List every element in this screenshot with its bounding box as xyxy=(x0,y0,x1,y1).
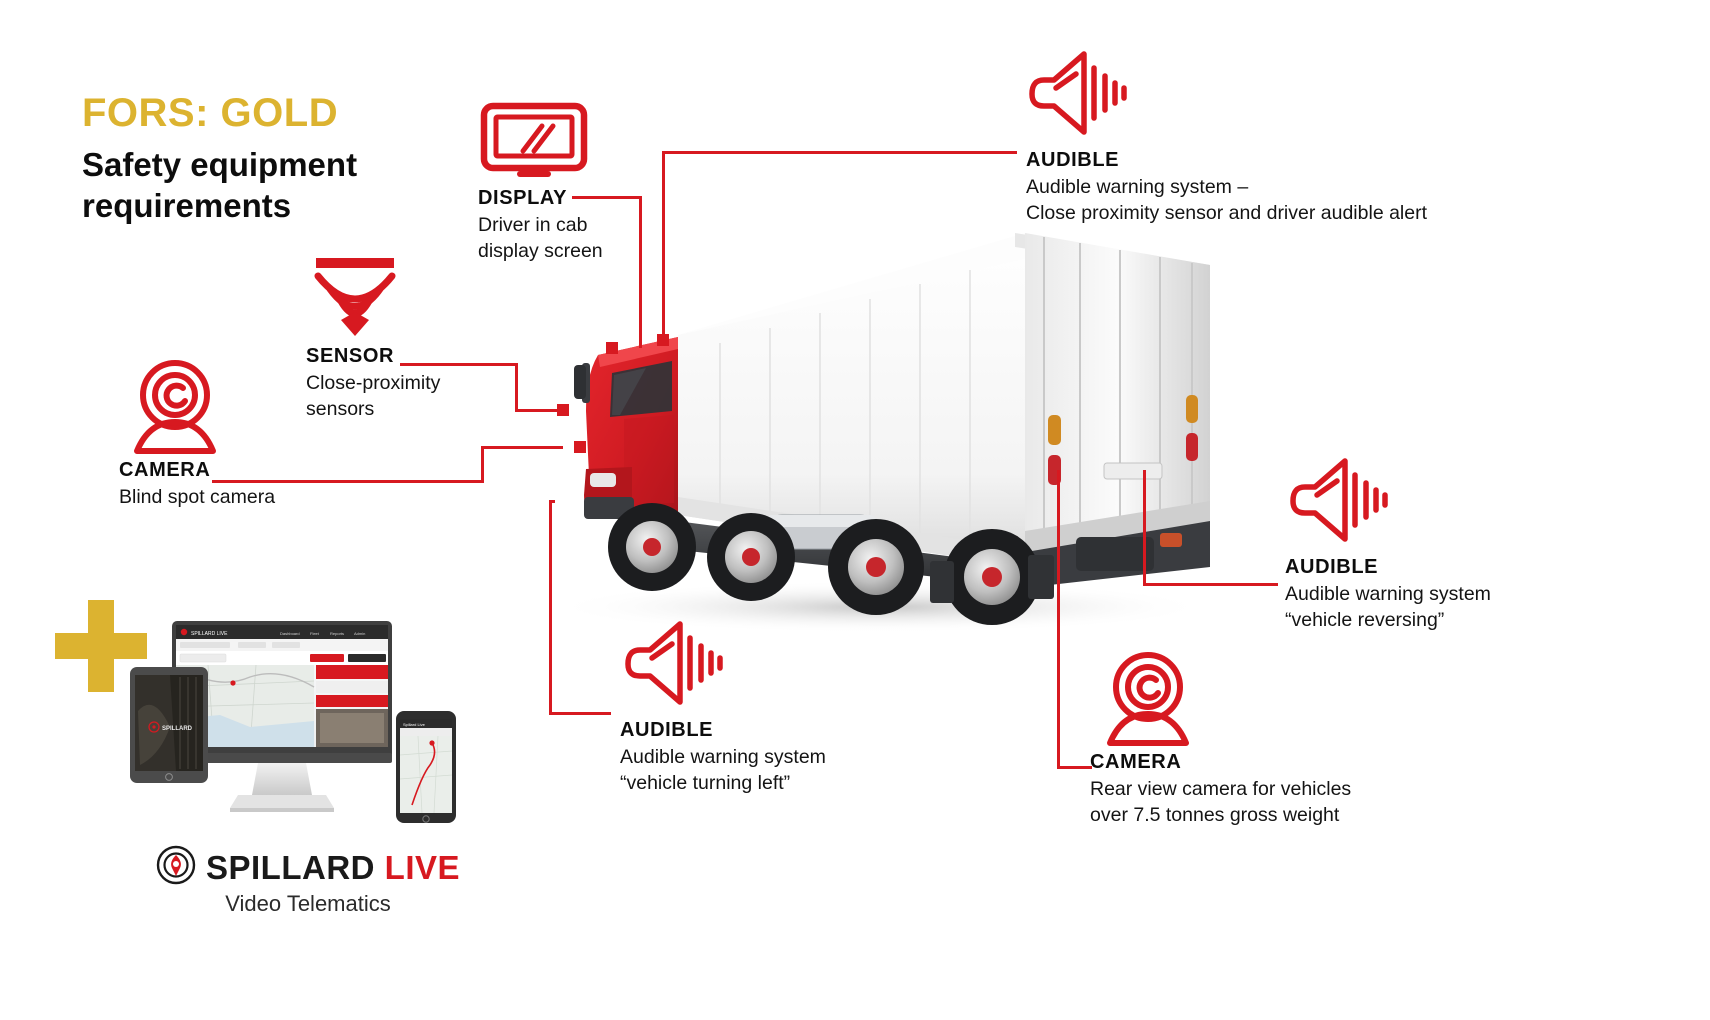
connector-audible-reversing-v xyxy=(1143,470,1146,586)
svg-text:Reports: Reports xyxy=(330,631,344,636)
monitor-icon xyxy=(480,102,603,187)
logo-wordmark: SPILLARD LIVE xyxy=(206,849,460,887)
svg-text:SPILLARD: SPILLARD xyxy=(162,726,193,732)
logo-tagline: Video Telematics xyxy=(225,891,391,916)
callout-audible-reversing-line1: Audible warning system xyxy=(1285,583,1491,605)
connector-audible-left-h2 xyxy=(549,500,555,503)
spillard-target-logo-icon xyxy=(156,845,196,890)
connector-audible-reversing-h xyxy=(1143,583,1278,586)
horn-speaker-icon xyxy=(1287,455,1491,550)
connector-audible-proximity-v xyxy=(662,151,665,341)
callout-camera-blindspot-label: CAMERA xyxy=(119,459,211,481)
callout-camera-blindspot: CAMERA Blind spot camera xyxy=(119,358,275,511)
callout-audible-reversing: AUDIBLE Audible warning system “vehicle … xyxy=(1285,455,1491,634)
logo-word-accent: LIVE xyxy=(384,848,461,886)
callout-audible-turning-left-quote: “vehicle turning left” xyxy=(620,771,791,794)
svg-text:SPILLARD LIVE: SPILLARD LIVE xyxy=(191,631,228,637)
callout-camera-rear-desc: Rear view camera for vehicles over 7.5 t… xyxy=(1090,778,1352,826)
callout-audible-reversing-label: AUDIBLE xyxy=(1285,556,1379,578)
callout-audible-proximity-desc: Audible warning system – Close proximity… xyxy=(1026,176,1428,224)
connector-camera-rear-v xyxy=(1057,470,1060,768)
eyebrow-title: FORS: GOLD xyxy=(82,91,339,135)
connector-camera-blindspot-h xyxy=(212,480,484,483)
callout-audible-reversing-quote: “vehicle reversing” xyxy=(1285,608,1445,631)
connector-display-v xyxy=(639,196,642,348)
connector-display-h xyxy=(572,196,642,199)
svg-text:Admin: Admin xyxy=(354,631,365,636)
horn-speaker-icon xyxy=(1026,48,1427,143)
callout-audible-turning-left-line1: Audible warning system xyxy=(620,746,826,768)
connector-camera-blindspot-v xyxy=(481,446,484,482)
connector-audible-proximity-endpoint xyxy=(657,334,669,346)
connector-camera-blindspot-endpoint xyxy=(574,441,586,453)
connector-camera-blindspot-h2 xyxy=(481,446,563,449)
connector-audible-left-h xyxy=(549,712,611,715)
connector-sensor-h2 xyxy=(515,409,563,412)
connector-camera-rear-h xyxy=(1057,766,1092,769)
svg-text:Spillard Live: Spillard Live xyxy=(403,722,426,727)
horn-speaker-icon xyxy=(622,618,826,713)
connector-sensor-h xyxy=(400,363,518,366)
main-title: Safety equipment requirements xyxy=(82,146,358,225)
connector-sensor-v xyxy=(515,363,518,411)
webcam-icon xyxy=(127,358,275,459)
callout-audible-turning-left: AUDIBLE Audible warning system “vehicle … xyxy=(620,618,826,797)
callout-audible-proximity-label: AUDIBLE xyxy=(1026,149,1120,171)
callout-audible-turning-left-label: AUDIBLE xyxy=(620,719,714,741)
callout-sensor-desc: Close-proximity sensors xyxy=(306,372,441,420)
callout-display-label: DISPLAY xyxy=(478,187,568,209)
connector-sensor-endpoint xyxy=(557,404,569,416)
callout-sensor-label: SENSOR xyxy=(306,345,395,367)
plus-sign-icon xyxy=(55,600,147,692)
logo-word-main: SPILLARD xyxy=(205,848,385,886)
callout-camera-blindspot-desc: Blind spot camera xyxy=(119,486,276,508)
proximity-signal-icon xyxy=(310,258,440,345)
connector-display-endpoint xyxy=(606,342,618,354)
callout-display-desc: Driver in cab display screen xyxy=(478,214,603,262)
svg-text:Fleet: Fleet xyxy=(310,631,320,636)
callout-camera-rear: CAMERA Rear view camera for vehicles ove… xyxy=(1090,650,1351,829)
connector-audible-left-v xyxy=(549,500,552,714)
callout-display: DISPLAY Driver in cab display screen xyxy=(478,102,603,265)
page-title: FORS: GOLD Safety equipment requirements xyxy=(82,92,502,227)
callout-camera-rear-label: CAMERA xyxy=(1090,751,1182,773)
spillard-live-devices-mockup: SPILLARD LIVE Dashboard Fleet Reports Ad… xyxy=(130,615,475,830)
svg-text:Dashboard: Dashboard xyxy=(280,631,300,636)
truck-illustration xyxy=(520,215,1240,645)
spillard-live-logo: SPILLARD LIVE Video Telematics xyxy=(148,845,468,917)
callout-audible-proximity: AUDIBLE Audible warning system – Close p… xyxy=(1026,48,1427,227)
webcam-icon xyxy=(1100,650,1351,751)
callout-sensor: SENSOR Close-proximity sensors xyxy=(306,258,440,423)
connector-audible-proximity-h xyxy=(662,151,1017,154)
